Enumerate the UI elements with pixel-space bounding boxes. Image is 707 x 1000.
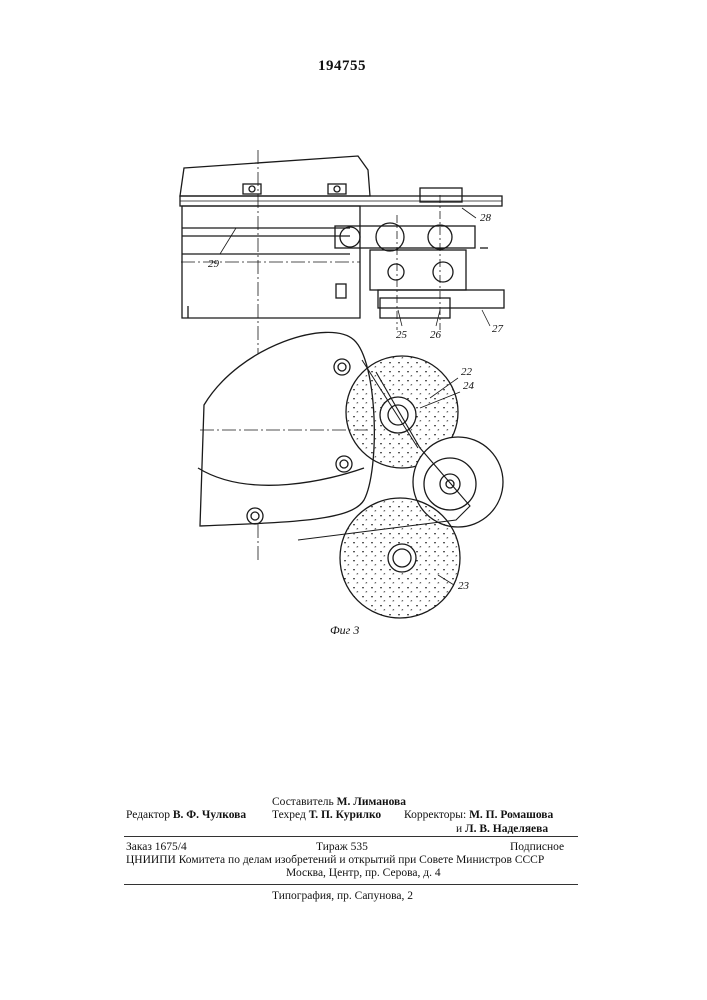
editor-line: Редактор В. Ф. Чулкова: [126, 808, 246, 823]
correctors-label: Корректоры:: [404, 809, 466, 821]
editor-name: В. Ф. Чулкова: [173, 809, 246, 821]
label-28: 28: [480, 212, 491, 224]
separator-bottom: [124, 884, 578, 885]
correctors-line: Корректоры: М. П. Ромашова: [404, 808, 553, 823]
corrector-2: Л. В. Наделяева: [465, 823, 548, 835]
separator-top: [124, 836, 578, 837]
corrector-2-line: и Л. В. Наделяева: [456, 822, 548, 837]
techred-line: Техред Т. П. Курилко: [272, 808, 381, 823]
label-24: 24: [463, 380, 474, 392]
techred-label: Техред: [272, 809, 306, 821]
compiler-name: М. Лиманова: [337, 796, 406, 808]
corrector-2-prefix: и: [456, 823, 462, 835]
label-22: 22: [461, 366, 472, 378]
label-23: 23: [458, 580, 469, 592]
label-26: 26: [430, 329, 441, 341]
label-29: 29: [208, 258, 219, 270]
techred-name: Т. П. Курилко: [309, 809, 381, 821]
figure-caption: Фиг 3: [330, 623, 359, 638]
corrector-1: М. П. Ромашова: [469, 809, 553, 821]
publisher-address: Москва, Центр, пр. Серова, д. 4: [286, 866, 441, 881]
machine-body: [180, 156, 370, 196]
editor-label: Редактор: [126, 809, 170, 821]
printing-house: Типография, пр. Сапунова, 2: [272, 889, 413, 904]
label-25: 25: [396, 329, 407, 341]
compiler-label: Составитель: [272, 796, 334, 808]
label-27: 27: [492, 323, 503, 335]
